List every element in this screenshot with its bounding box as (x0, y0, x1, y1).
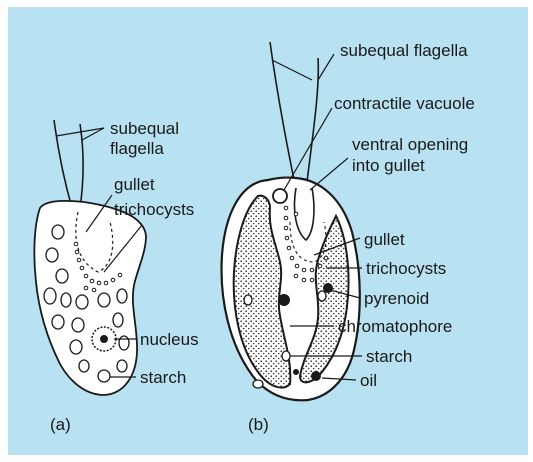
label-a-starch: starch (140, 368, 186, 387)
flagellum-a-2 (80, 124, 83, 208)
nucleus-a (92, 327, 116, 351)
flagellum-b-1 (270, 42, 296, 190)
label-b-contractile-vacuole: contractile vacuole (334, 94, 475, 113)
label-b-pyrenoid: pyrenoid (364, 289, 429, 308)
label-b-oil: oil (360, 371, 377, 390)
label-a-flagella-1: subequal (110, 119, 179, 138)
label-a-flagella-2: flagella (110, 139, 164, 158)
panel-label-b: (b) (248, 415, 269, 434)
label-b-trichocysts: trichocysts (366, 259, 446, 278)
figure-b: subequal flagella contractile vacuole ve… (222, 41, 475, 434)
label-b-starch: starch (366, 347, 412, 366)
label-b-ventral-opening-2: into gullet (352, 156, 425, 175)
label-b-gullet: gullet (364, 230, 405, 249)
label-a-nucleus: nucleus (140, 330, 199, 349)
label-a-gullet: gullet (114, 175, 155, 194)
label-b-ventral-opening-1: ventral opening (352, 135, 468, 154)
label-a-trichocysts: trichocysts (114, 200, 194, 219)
label-b-flagella: subequal flagella (340, 41, 468, 60)
label-b-chromatophore: chromatophore (338, 317, 452, 336)
panel-label-a: (a) (50, 415, 71, 434)
contractile-vacuole-b (273, 189, 287, 203)
figure-a: subequal flagella gullet trichocysts nuc… (34, 119, 198, 434)
